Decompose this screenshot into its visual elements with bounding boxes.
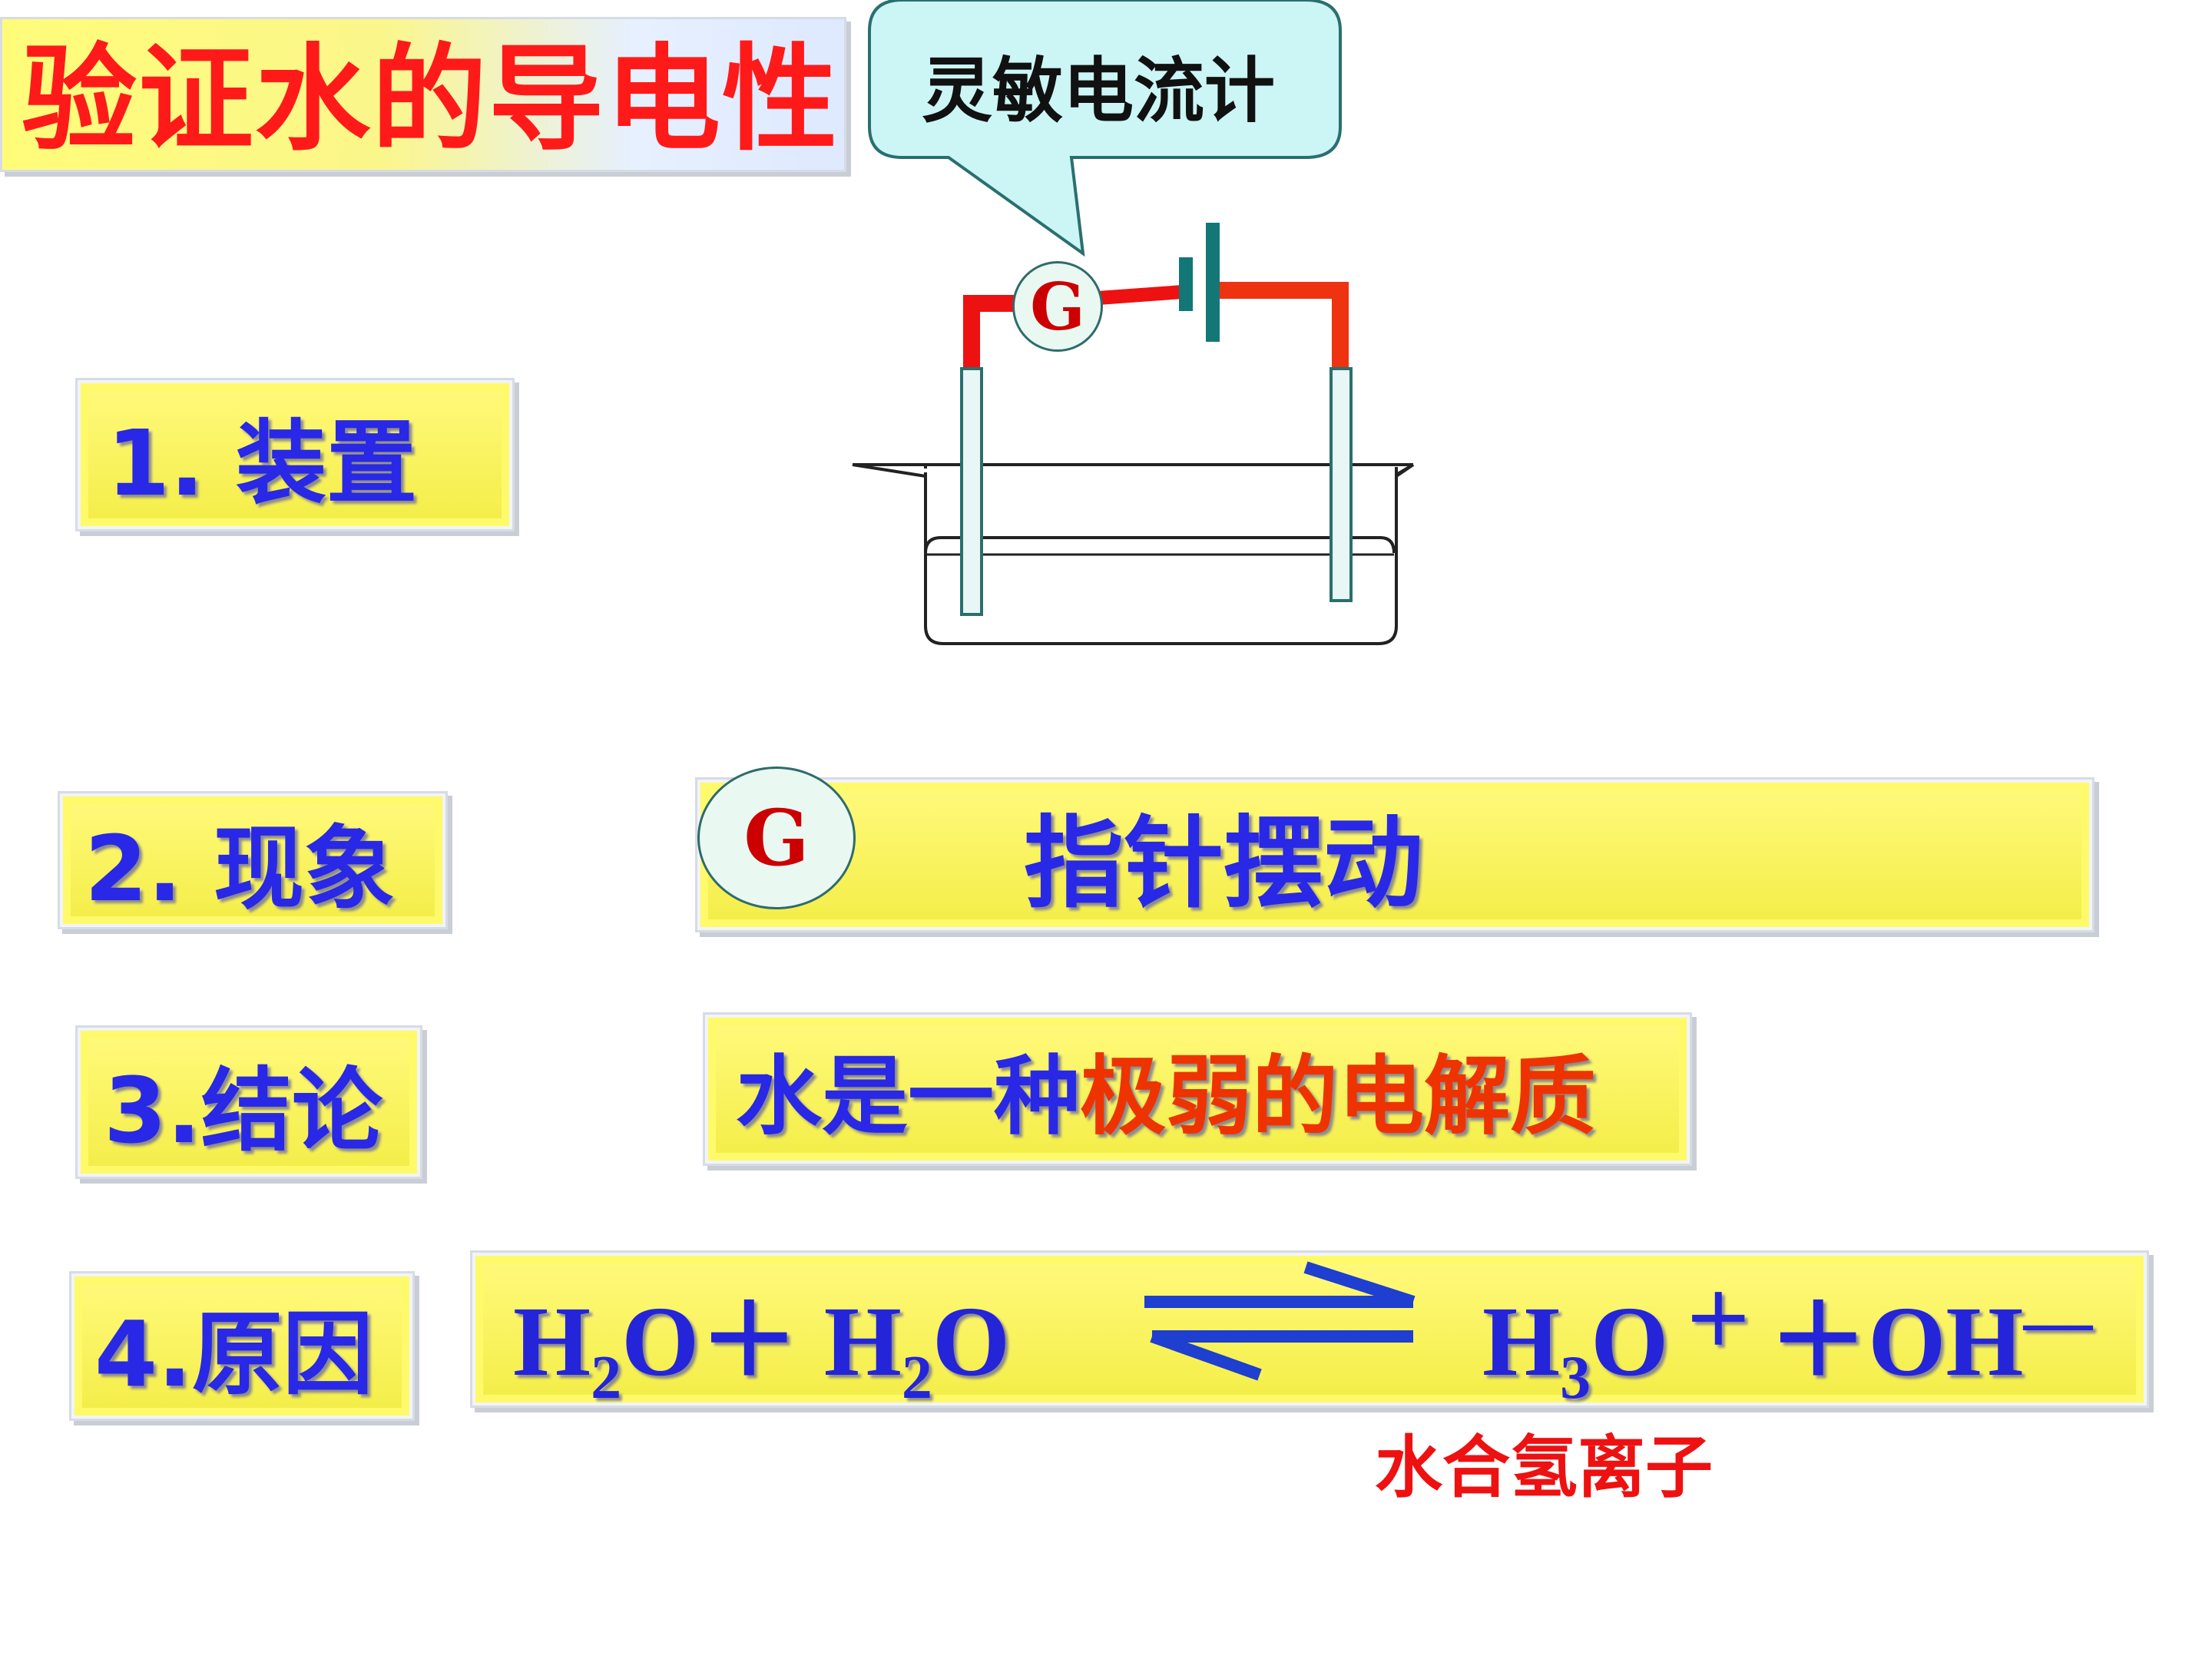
conclusion-box: 水是一种极弱的电解质 [703,1012,1692,1166]
section-conclusion: 3.结论 [75,1025,422,1179]
battery-short-plate [1179,257,1193,311]
section-reason-label: 4.原因 [94,1301,373,1407]
equilibrium-arrow-icon [1144,1261,1416,1381]
conclusion-part1: 水是一种 [736,1047,1080,1147]
wire-left [963,295,1022,388]
section-apparatus: 1. 装置 [75,378,515,531]
callout-text: 灵敏电流计 [921,49,1275,132]
wire-g-battery [1098,285,1184,305]
section-conclusion-label: 3.结论 [104,1057,382,1164]
conclusion-part2: 极弱的 [1080,1047,1338,1147]
section-apparatus-label: 1. 装置 [107,409,418,516]
electrode-left [960,367,983,616]
electrode-right [1330,367,1353,602]
galvanometer-icon: G [1012,261,1103,352]
hydronium-label: 水合氢离子 [1375,1428,1714,1507]
callout-bubble [868,0,1342,257]
section-reason: 4.原因 [69,1271,415,1421]
section-phenomenon-label: 2. 现象 [84,815,396,922]
phenomenon-text: 指针摆动 [1024,805,1424,922]
conclusion-part3: 电解质 [1338,1047,1596,1147]
equation-left: H2O＋ H2O [513,1286,1011,1412]
title-banner [0,17,846,172]
battery-long-plate [1206,223,1220,342]
water-surface [924,536,1396,554]
section-phenomenon: 2. 现象 [58,791,448,929]
equation-box [470,1250,2149,1408]
page-title: 验证水的导电性 [22,33,839,167]
wire-right [1217,282,1349,376]
equation-right: H3O＋＋OH— [1482,1283,2093,1412]
galvanometer-icon-2: G [697,767,856,909]
phenomenon-box: 指针摆动 [695,777,2094,932]
